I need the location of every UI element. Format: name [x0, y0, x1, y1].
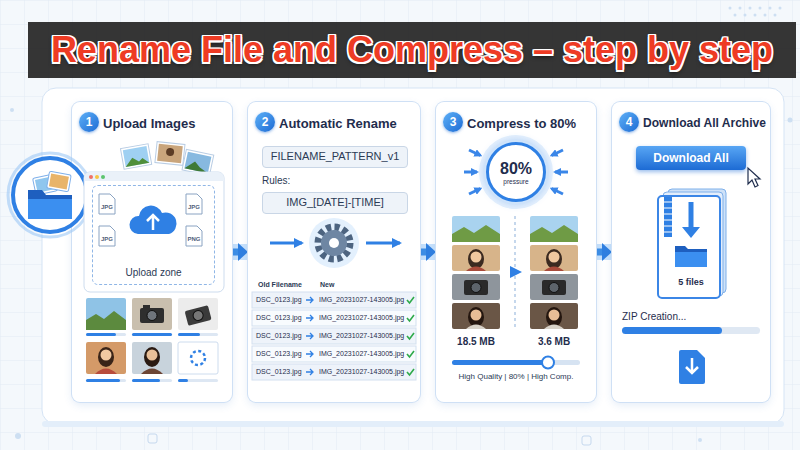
quality-slider: [452, 357, 580, 369]
arrow-shaft: [420, 249, 426, 256]
upload-cloud-icon: [129, 206, 176, 234]
step-number-badge: 3: [443, 112, 463, 132]
step-card: Compress to 80% 3 80%pressure 18.5 MB 3.6 MB…: [436, 102, 596, 402]
zip-archive-stack: [658, 189, 726, 298]
new-filename: IMG_20231027-143005.jpg: [319, 314, 404, 322]
file-type-tag: JPG: [188, 204, 200, 211]
step-number-badge: 2: [255, 112, 275, 132]
old-filename: DSC_0123.jpg: [256, 368, 302, 376]
browser-window: [84, 172, 224, 292]
thumbnail-grid: [86, 298, 218, 382]
zip-progress-bar: [622, 327, 760, 334]
arrow-head: [426, 243, 436, 261]
step-card: Upload Images 1Upload zone JPG JPG JPG PNG: [72, 102, 232, 402]
folder-badge: [8, 153, 92, 237]
file-type-tag: PNG: [187, 236, 200, 243]
step-card: Automatic Rename 2FILENAME_PATTERN_v1IMG_…: [248, 102, 420, 402]
step-card: Download All Archive 4Download All 5 files…: [612, 102, 770, 402]
arrow-head: [602, 243, 612, 261]
table-header: New: [320, 281, 334, 289]
flow-arrow: [232, 243, 248, 261]
title-box: Rename File and Compress – step by step: [28, 22, 796, 78]
old-filename: DSC_0123.jpg: [256, 296, 302, 304]
deco-square: [582, 436, 591, 445]
arrow-glow: [420, 244, 436, 260]
rename-pattern-box: FILENAME_PATTERN_v1: [262, 146, 408, 168]
old-filename: DSC_0123.jpg: [256, 314, 302, 322]
file-type-tag: JPG: [101, 236, 113, 243]
floating-photos: [120, 142, 213, 176]
arrow-glow: [596, 244, 612, 260]
step-heading: Download All Archive: [643, 116, 766, 130]
table-header: Old Filename: [258, 281, 302, 289]
file-count: 5 files: [678, 277, 704, 288]
deco-square: [148, 434, 157, 443]
progress-caption: ZIP Creation...: [622, 311, 686, 323]
file-size: 18.5 MB: [457, 336, 495, 348]
step-number: 2: [262, 115, 269, 129]
title-banner: [28, 22, 796, 78]
old-filename: DSC_0123.jpg: [256, 332, 302, 340]
step-number: 3: [450, 115, 457, 129]
step-number: 1: [86, 115, 93, 129]
gauge-value: 80%: [500, 159, 532, 178]
upload-drop-zone: Upload zone JPG JPG JPG PNG: [92, 185, 215, 285]
step-number-badge: 4: [619, 112, 639, 132]
rename-pattern-box: IMG_[DATE]-[TIME]: [262, 192, 408, 214]
rename-table: [252, 292, 416, 380]
download-file-icon: [679, 350, 705, 384]
diagram-title: Rename File and Compress – step by step: [51, 28, 773, 71]
download-button: Download All: [636, 146, 746, 170]
arrow-shaft: [232, 249, 238, 256]
step-heading: Compress to 80%: [467, 116, 576, 132]
gauge-caption: pressure: [503, 178, 528, 186]
image-before-after: [452, 216, 578, 330]
arrow-glow: [232, 244, 248, 260]
step-heading: Automatic Rename: [279, 116, 397, 132]
rules-caption: Rules:: [262, 175, 290, 187]
new-filename: IMG_20231027-143005.jpg: [319, 368, 404, 376]
drop-zone-label: Upload zone: [125, 267, 181, 279]
main-panel: [42, 88, 784, 424]
step-number: 4: [626, 115, 633, 129]
gear-process: [270, 218, 400, 268]
new-filename: IMG_20231027-143005.jpg: [319, 350, 404, 358]
new-filename: IMG_20231027-143005.jpg: [319, 296, 404, 304]
arrow-head: [238, 243, 248, 261]
file-type-tag: JPG: [101, 204, 113, 211]
slider-caption: High Quality | 80% | High Comp.: [459, 372, 574, 382]
flow-arrow: [420, 243, 436, 261]
new-filename: IMG_20231027-143005.jpg: [319, 332, 404, 340]
arrow-shaft: [596, 249, 602, 256]
step-number-badge: 1: [79, 112, 99, 132]
old-filename: DSC_0123.jpg: [256, 350, 302, 358]
flow-arrow: [596, 243, 612, 261]
file-icons: [99, 194, 202, 246]
gauge-halo: [479, 135, 553, 209]
pattern-text: IMG_[DATE]-[TIME]: [286, 196, 384, 209]
button-label: Download All: [653, 151, 729, 165]
panel-shadow: [42, 421, 784, 427]
step-heading: Upload Images: [103, 116, 195, 132]
file-size: 3.6 MB: [538, 336, 570, 348]
pattern-text: FILENAME_PATTERN_v1: [271, 150, 400, 163]
mouse-cursor: [748, 168, 760, 187]
compression-gauge: 80%pressure: [486, 142, 546, 202]
